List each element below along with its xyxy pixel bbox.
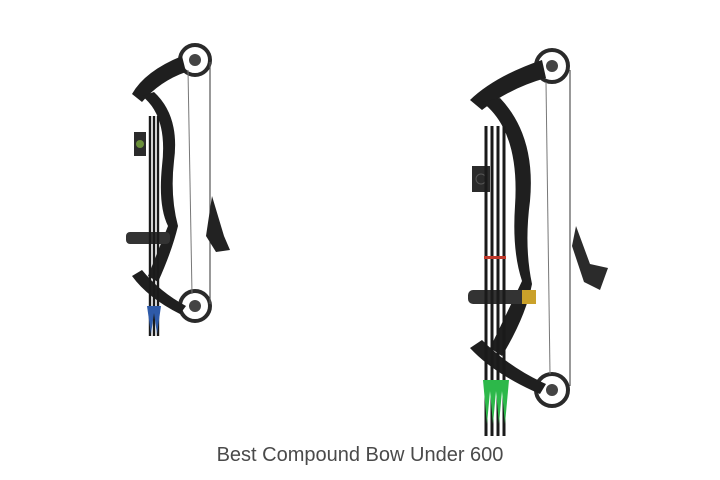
compound-bow-left-image (126, 43, 230, 336)
image-caption: Best Compound Bow Under 600 (216, 444, 504, 466)
compound-bow-right-image (468, 48, 608, 436)
